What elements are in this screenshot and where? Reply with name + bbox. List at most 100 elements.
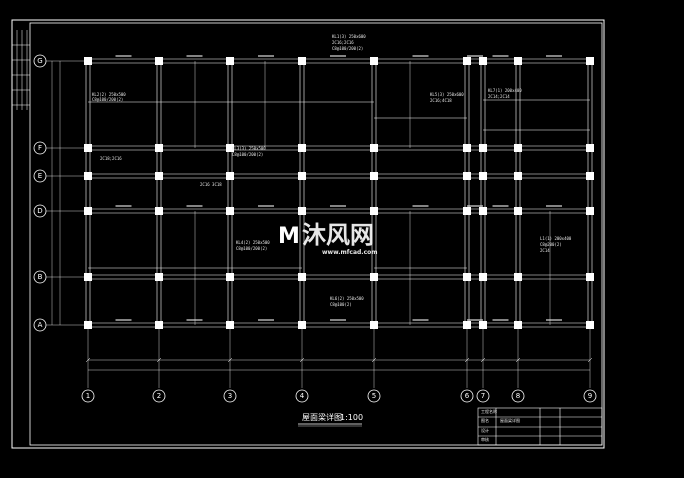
column-6B <box>463 273 471 281</box>
title-block-value: 屋面梁详图 <box>500 417 520 423</box>
axis-label-E: E <box>38 172 42 180</box>
column-1A <box>84 321 92 329</box>
watermark-brand: 沐风网 <box>302 221 374 249</box>
column-6G <box>463 57 471 65</box>
axis-bubble-4 <box>295 389 309 403</box>
beam-annotation: KL4(2) 250x500 <box>236 240 270 245</box>
dimension-lines <box>51 61 593 371</box>
dim-tick <box>480 357 486 363</box>
axis-label-1: 1 <box>86 392 90 400</box>
axis-bubble-A <box>33 318 47 332</box>
column-8B <box>514 273 522 281</box>
drawing-scale: 1:100 <box>340 413 363 422</box>
column-2A <box>155 321 163 329</box>
binding-strip <box>12 30 30 110</box>
title-block-text: 工程名称图名屋面梁详图设计审核 <box>481 408 520 442</box>
column-8F <box>514 144 522 152</box>
axis-bubble-B <box>33 270 47 284</box>
axis-bubble-E <box>33 169 47 183</box>
beam-annotation: KL3(3) 250x500 <box>232 146 266 151</box>
drawing-title-group: 屋面梁详图 1:100 <box>298 412 363 427</box>
axis-bubble-G <box>33 54 47 68</box>
axis-label-F: F <box>38 144 42 152</box>
column-5E <box>370 172 378 180</box>
column-6E <box>463 172 471 180</box>
column-4A <box>298 321 306 329</box>
axis-label-7: 7 <box>481 392 485 400</box>
column-4F <box>298 144 306 152</box>
column-8A <box>514 321 522 329</box>
axis-label-5: 5 <box>372 392 376 400</box>
column-7E <box>479 172 487 180</box>
inner-frame <box>29 22 603 446</box>
column-1E <box>84 172 92 180</box>
beam-annotation: 2C18;2C16 <box>100 156 122 161</box>
axis-label-8: 8 <box>516 392 520 400</box>
beam-annotation: KL2(2) 250x500 <box>92 92 126 97</box>
column-8G <box>514 57 522 65</box>
column-6A <box>463 321 471 329</box>
title-block-label: 工程名称 <box>481 408 497 414</box>
column-2E <box>155 172 163 180</box>
axis-bubble-2 <box>152 389 166 403</box>
column-2F <box>155 144 163 152</box>
axis-bubble-D <box>33 204 47 218</box>
column-6F <box>463 144 471 152</box>
axis-label-B: B <box>38 273 43 281</box>
beam-annotation: 2C16;4C18 <box>430 98 452 103</box>
axis-label-2: 2 <box>157 392 161 400</box>
dim-tick <box>515 357 521 363</box>
axis-label-3: 3 <box>228 392 232 400</box>
column-8E <box>514 172 522 180</box>
dim-tick <box>156 357 162 363</box>
column-2G <box>155 57 163 65</box>
column-3D <box>226 207 234 215</box>
dim-tick <box>587 357 593 363</box>
watermark: M 沐风网 www.mfcad.com <box>278 221 378 256</box>
column-6D <box>463 207 471 215</box>
beam-annotation: 2C14 <box>540 248 550 253</box>
column-4D <box>298 207 306 215</box>
watermark-logo-icon: M <box>278 224 300 249</box>
column-3G <box>226 57 234 65</box>
column-4B <box>298 273 306 281</box>
columns <box>84 57 594 329</box>
axis-label-9: 9 <box>588 392 592 400</box>
dim-tick <box>464 357 470 363</box>
column-5G <box>370 57 378 65</box>
beam-annotation: C8@200(2) <box>540 242 562 247</box>
column-3F <box>226 144 234 152</box>
column-7F <box>479 144 487 152</box>
axis-bubble-5 <box>367 389 381 403</box>
beam-annotation: 2C16 3C18 <box>200 182 222 187</box>
column-4E <box>298 172 306 180</box>
beam-annotation: C8@100/200(2) <box>92 97 123 102</box>
column-7B <box>479 273 487 281</box>
dim-tick <box>299 357 305 363</box>
title-block <box>477 407 603 446</box>
axis-label-A: A <box>38 321 43 329</box>
column-5D <box>370 207 378 215</box>
column-1F <box>84 144 92 152</box>
beam-annotation: 2C16;2C16 <box>332 40 354 45</box>
beam-annotation: C8@100/200(2) <box>232 152 263 157</box>
column-3A <box>226 321 234 329</box>
axis-bubble-3 <box>223 389 237 403</box>
column-7D <box>479 207 487 215</box>
column-7A <box>479 321 487 329</box>
column-2B <box>155 273 163 281</box>
title-block-label: 图名 <box>481 417 489 423</box>
column-9D <box>586 207 594 215</box>
column-3E <box>226 172 234 180</box>
drawing-title: 屋面梁详图 <box>302 412 342 422</box>
beam-annotation: C8@100(2) <box>330 302 352 307</box>
beam-annotation: KL5(3) 250x600 <box>430 92 464 97</box>
axis-label-D: D <box>37 207 42 215</box>
column-5A <box>370 321 378 329</box>
column-1G <box>84 57 92 65</box>
beam-annotation: KL7(1) 200x400 <box>488 88 522 93</box>
axis-bubble-8 <box>511 389 525 403</box>
beam-annotation: C8@100/200(2) <box>332 46 363 51</box>
